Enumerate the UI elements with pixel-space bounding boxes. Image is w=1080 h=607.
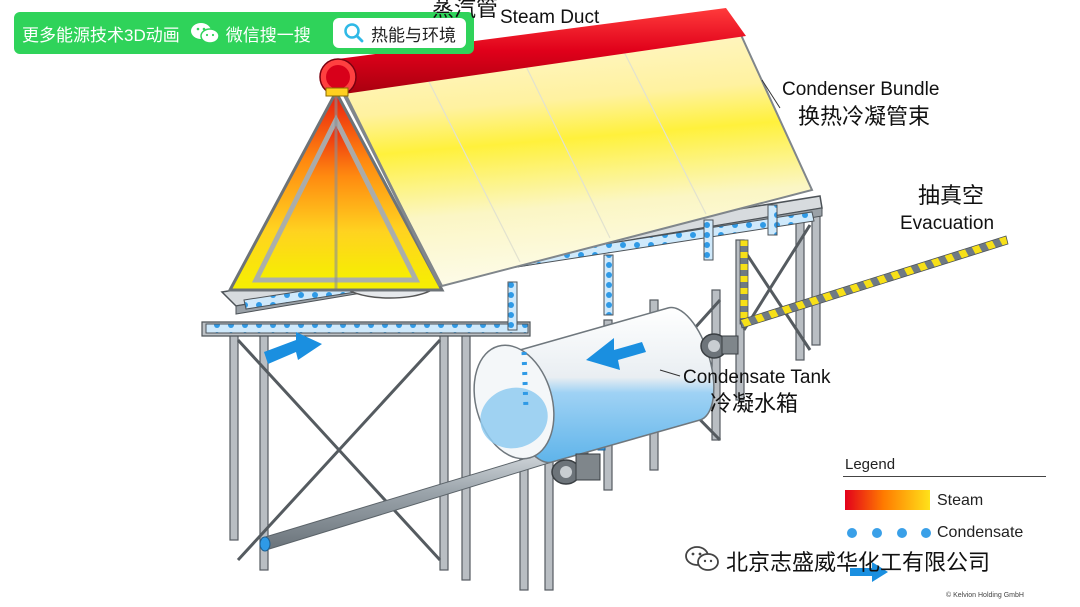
evacuation-pipe-vertical	[739, 239, 749, 325]
legend-title: Legend	[845, 456, 896, 473]
wechat-search-label: 微信搜一搜	[225, 25, 311, 45]
wechat-search-link[interactable]: 微信搜一搜	[190, 21, 311, 46]
condensate-tank	[473, 306, 715, 464]
watermark-text: 北京志盛威华化工有限公司	[726, 550, 991, 575]
wechat-icon	[190, 21, 220, 45]
steam-duct-label-cn: 蒸汽管	[432, 0, 499, 21]
flow-arrow-left	[264, 332, 322, 364]
legend-steam-label: Steam	[937, 492, 984, 509]
evacuation-label-en: Evacuation	[900, 213, 995, 234]
legend-condensate-label: Condensate	[937, 524, 1024, 541]
condenser-label-cn: 换热冷凝管束	[798, 104, 931, 129]
brand-text: 更多能源技术3D动画	[22, 25, 180, 45]
promo-banner[interactable]: 更多能源技术3D动画 微信搜一搜 热能与环境	[14, 12, 474, 54]
legend-divider	[843, 476, 1046, 477]
search-icon	[343, 22, 365, 44]
wechat-watermark-icon	[684, 544, 720, 578]
condenser-a-frame	[227, 88, 445, 292]
watermark: 北京志盛威华化工有限公司	[684, 544, 990, 578]
tank-label-en: Condensate Tank	[683, 367, 831, 388]
vacuum-pump-icon	[700, 333, 739, 359]
flow-arrow-legend	[850, 562, 888, 582]
condenser-label-en: Condenser Bundle	[782, 79, 940, 100]
condensate-pump-icon	[551, 453, 601, 485]
tank-label-cn: 冷凝水箱	[710, 391, 799, 416]
flow-arrow-tank	[586, 338, 646, 370]
search-keyword: 热能与环境	[371, 25, 456, 45]
evacuation-pipe	[739, 235, 1009, 329]
legend-steam-swatch	[845, 490, 930, 510]
copyright-credit: © Kelvion Holding GmbH	[946, 592, 1024, 599]
condenser-leader	[761, 79, 781, 109]
legend-condensate-dots	[847, 528, 931, 538]
tank-leader	[659, 369, 681, 377]
search-button[interactable]: 热能与环境	[333, 18, 466, 48]
evacuation-label-cn: 抽真空	[918, 183, 985, 208]
steam-duct-label-en: Steam Duct	[500, 7, 600, 28]
steam-duct	[319, 8, 746, 97]
